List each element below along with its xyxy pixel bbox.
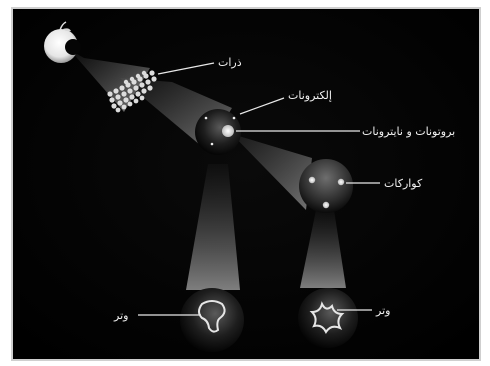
atoms-label: ذرات bbox=[218, 56, 242, 69]
left-string-label: وتر bbox=[113, 309, 128, 322]
quark-sphere bbox=[299, 159, 353, 213]
nucleus-dot bbox=[222, 125, 234, 137]
right-string-sphere bbox=[298, 288, 358, 348]
quark-dot bbox=[338, 179, 344, 185]
electrons-label: إلکترونات bbox=[288, 89, 332, 102]
right-string-label: وتر bbox=[375, 304, 390, 317]
quark-dot bbox=[323, 202, 329, 208]
left-string-sphere bbox=[180, 288, 244, 352]
atom-sphere bbox=[195, 109, 241, 155]
electron-dot bbox=[233, 117, 236, 120]
quark-dot bbox=[309, 177, 315, 183]
quarks-label: كوارکات bbox=[384, 177, 423, 190]
nucleons-label: بروتونات و نايترونات bbox=[362, 125, 455, 138]
electron-dot bbox=[211, 143, 214, 146]
electron-dot bbox=[205, 117, 208, 120]
